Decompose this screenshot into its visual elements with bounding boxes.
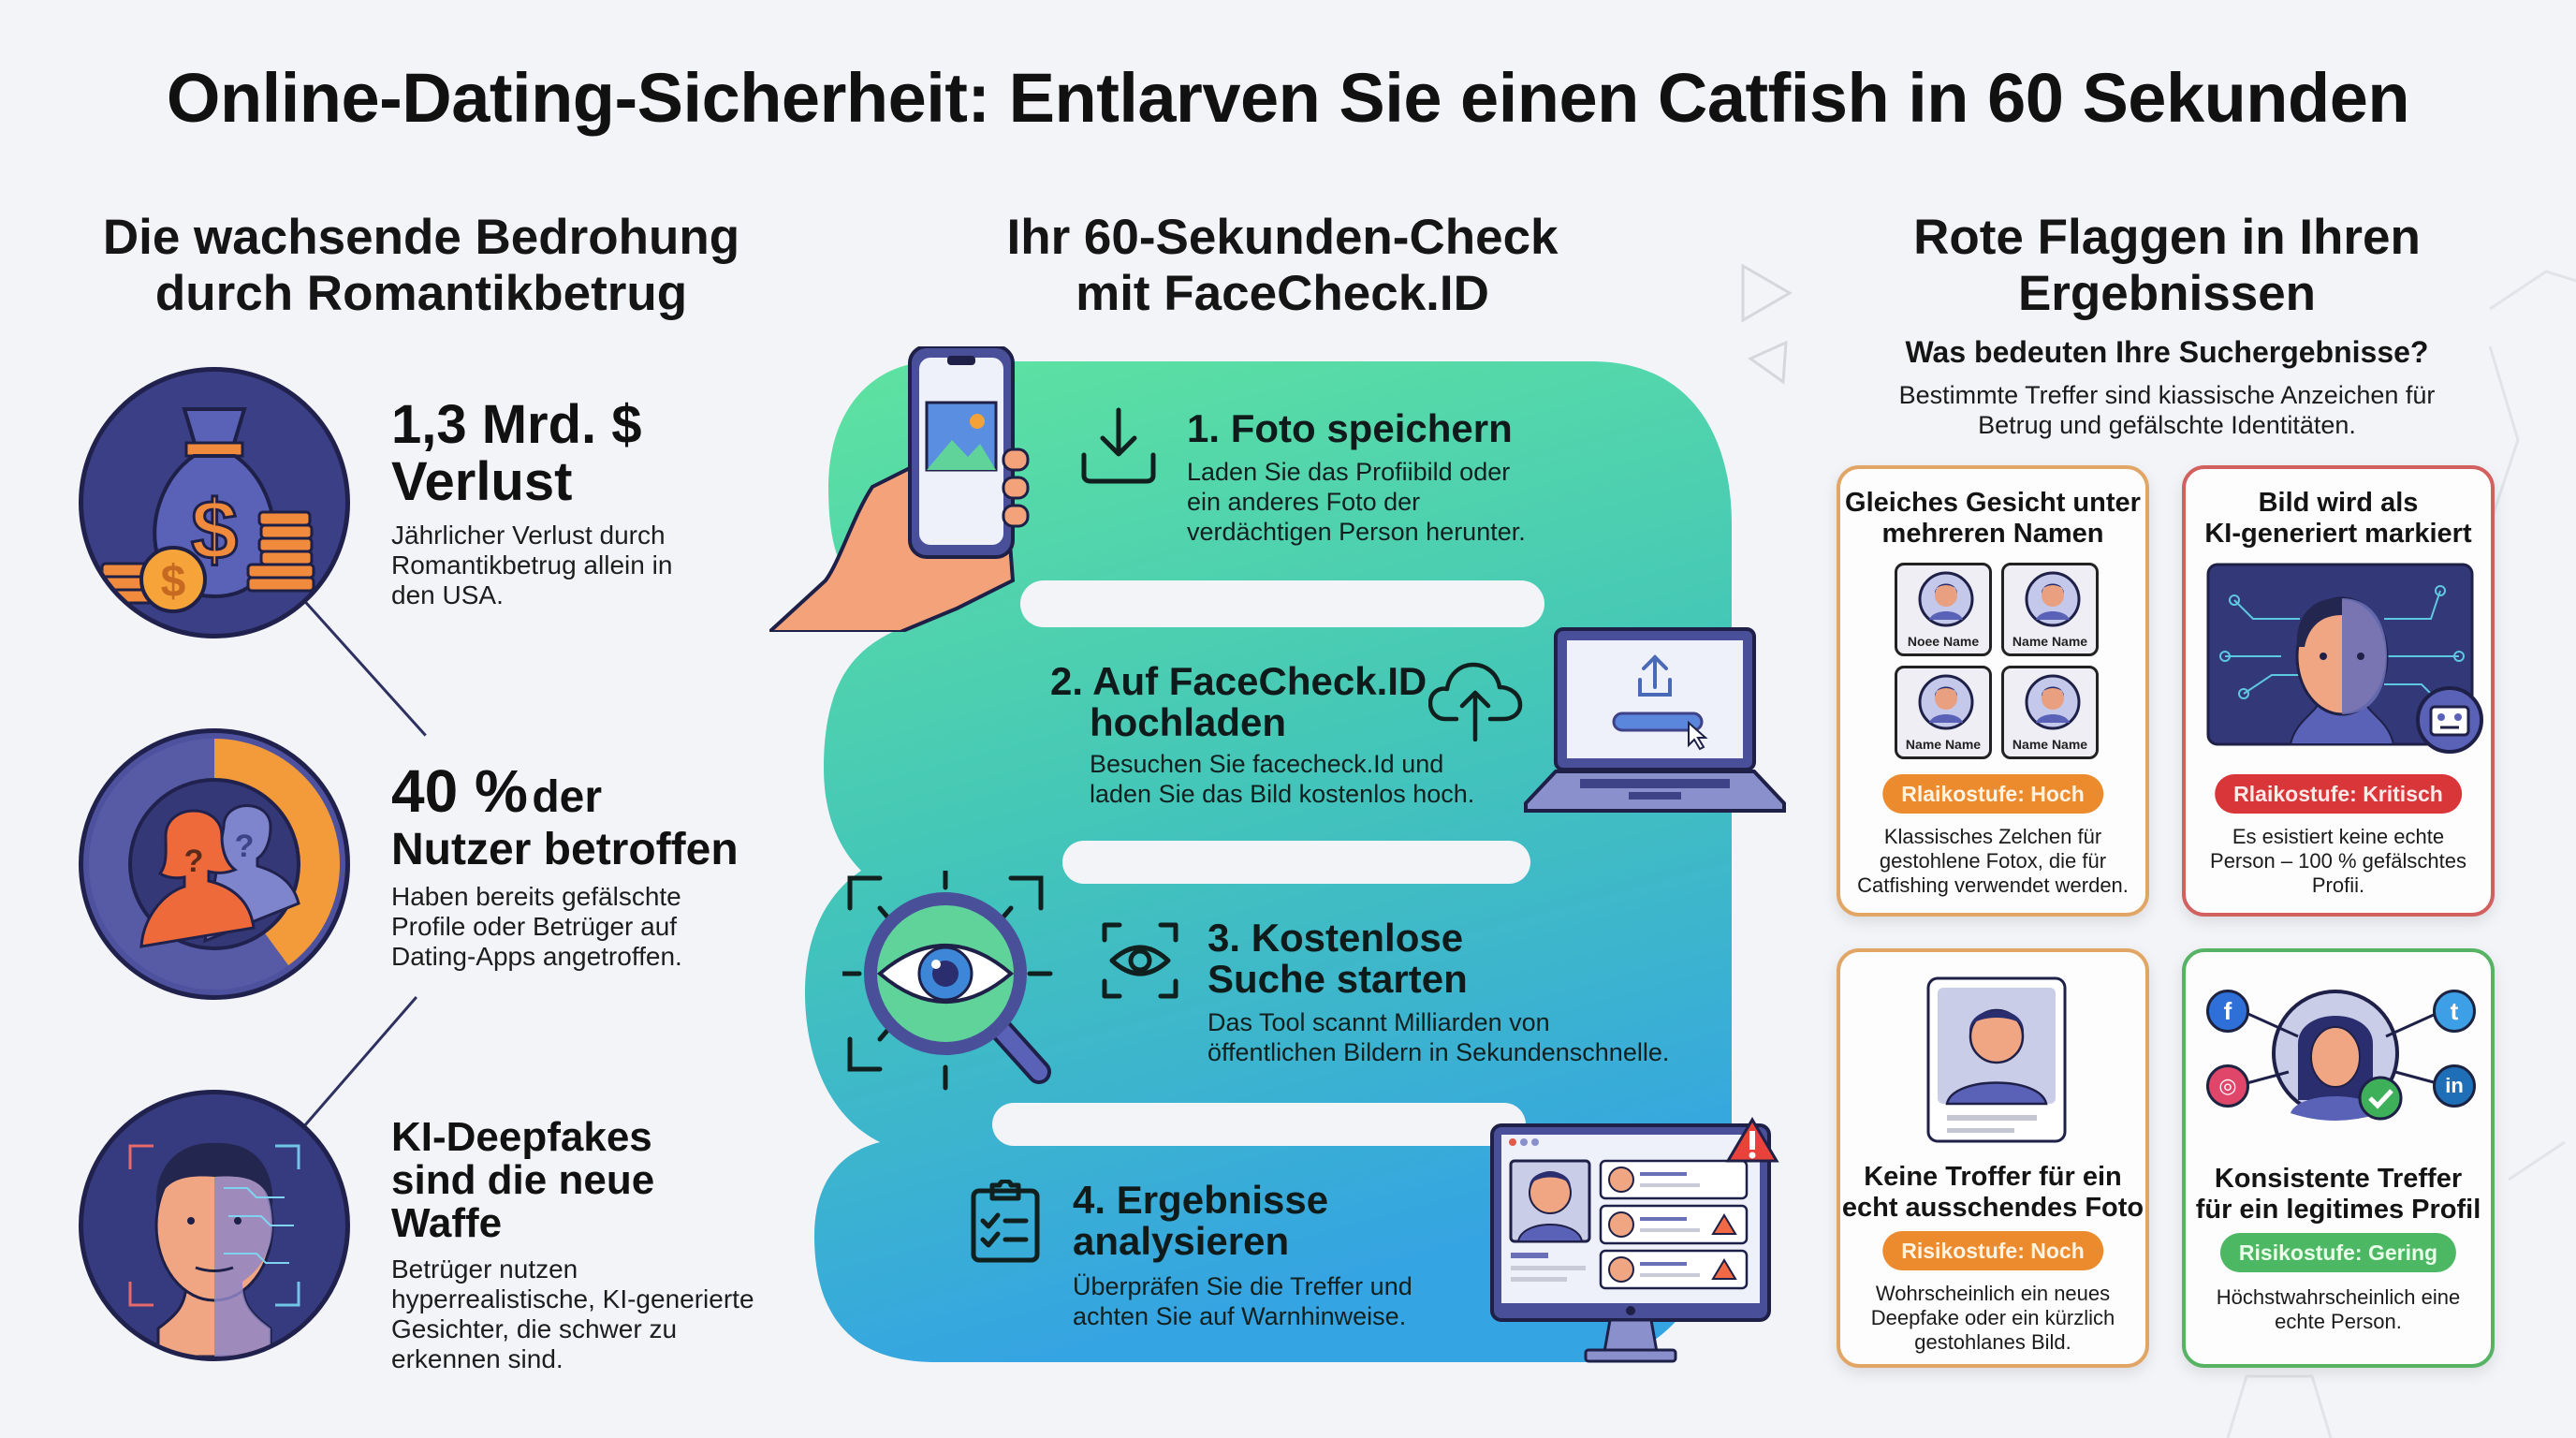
- card-desc: Klassisches Zelchen für gestohlene Fotox…: [1857, 825, 2129, 897]
- step-2-title: 2. Auf FaceCheck.ID hochladen: [1050, 659, 1427, 744]
- stat-loss-desc: Jährlicher Verlust durch Romantikbetrug …: [391, 521, 673, 609]
- eye-scan-icon: [1101, 921, 1179, 1000]
- magnifier-eye-icon: [840, 868, 1067, 1095]
- money-bag-icon: $ $: [79, 367, 350, 638]
- result-card-same-face: Gleiches Gesicht unter mehreren Namen No…: [1837, 465, 2149, 917]
- card-desc: Es esistiert keine echte Person – 100 % …: [2210, 825, 2466, 897]
- svg-text:?: ?: [184, 844, 204, 879]
- profile-tile: Name Name: [1895, 666, 1992, 759]
- profile-tile: Name Name: [2001, 563, 2099, 656]
- svg-text:?: ?: [235, 829, 255, 864]
- step-1-title: 1. Foto speichern: [1187, 406, 1513, 450]
- profile-photo-icon: [1926, 976, 2067, 1145]
- step-3-title: 3. Kostenlose Suche starten: [1208, 916, 1468, 1001]
- stat-users-desc: Haben bereits gefälschte Profile oder Be…: [391, 882, 682, 971]
- middle-column-heading: Ihr 60-Sekunden-Check mit FaceCheck.ID: [1006, 210, 1559, 321]
- avatar-icon: [1918, 674, 1974, 730]
- laptop-upload-icon: [1524, 625, 1786, 814]
- clipboard-checklist-icon: [970, 1179, 1041, 1264]
- step-2-desc: Besuchen Sie facecheck.Id und laden Sie …: [1090, 750, 1475, 808]
- profile-tile: Noee Name: [1895, 563, 1992, 656]
- download-icon: [1078, 404, 1159, 485]
- card-title: Keine Troffer für ein echt ausschendes F…: [1841, 1162, 2144, 1223]
- result-card-consistent: f t ◎ in Konsistente Treffer für ein leg…: [2182, 948, 2495, 1368]
- risk-badge: Risikostufe: Gering: [2219, 1233, 2457, 1272]
- step-4-title: 4. Ergebnisse analysieren: [1073, 1178, 1329, 1263]
- twitter-icon: t: [2433, 990, 2476, 1033]
- stat-deepfake-desc: Betrüger nutzen hyperrealistische, KI-ge…: [391, 1255, 754, 1373]
- avatar-icon: [1918, 571, 1974, 627]
- page-title: Online-Dating-Sicherheit: Entlarven Sie …: [166, 59, 2410, 137]
- results-description: Bestimmte Treffer sind kiassische Anzeic…: [1898, 381, 2436, 439]
- card-title: Bild wird als KI-generiert markiert: [2204, 488, 2472, 549]
- results-subheading: Was bedeuten Ihre Suchergebnisse?: [1905, 335, 2429, 369]
- card-title: Konsistente Treffer für ein legitimes Pr…: [2195, 1164, 2481, 1225]
- stat-users-title: 40 % der Nutzer betroffen: [391, 757, 739, 875]
- instagram-icon: ◎: [2206, 1064, 2249, 1108]
- svg-text:$: $: [161, 557, 186, 607]
- stat-deepfake-title: KI-Deepfakes sind die neue Waffe: [391, 1114, 655, 1246]
- step-3-desc: Das Tool scannt Milliarden von öffentlic…: [1208, 1008, 1670, 1066]
- result-card-ai-generated: Bild wird als KI-generiert markiert Rlai…: [2182, 465, 2495, 917]
- card-title: Gleiches Gesicht unter mehreren Namen: [1845, 488, 2141, 549]
- risk-badge: Rlaikostufe: Kritisch: [2215, 774, 2462, 814]
- monitor-results-icon: [1488, 1116, 1788, 1367]
- card-desc: Höchstwahrscheinlich eine echte Person.: [2216, 1285, 2461, 1333]
- cloud-upload-icon: [1427, 661, 1524, 742]
- profile-tile: Name Name: [2001, 666, 2099, 759]
- right-column-heading: Rote Flaggen in Ihren Ergebnissen: [1913, 210, 2421, 321]
- card-desc: Wohrscheinlich ein neues Deepfake oder e…: [1870, 1282, 2115, 1354]
- avatar-icon: [2025, 674, 2081, 730]
- left-column-heading: Die wachsende Bedrohung durch Romantikbe…: [102, 210, 740, 321]
- stat-loss-title: 1,3 Mrd. $ Verlust: [391, 394, 642, 512]
- ai-face-icon: [2206, 563, 2487, 759]
- donut-people-icon: ? ?: [79, 728, 350, 1000]
- result-card-no-matches: Keine Troffer für ein echt ausschendes F…: [1837, 948, 2149, 1368]
- deepfake-face-icon: [79, 1090, 350, 1361]
- avatar-icon: [2025, 571, 2081, 627]
- verified-person-icon: [2270, 988, 2410, 1128]
- step-1-desc: Laden Sie das Profiibild oder ein andere…: [1187, 458, 1526, 546]
- linkedin-icon: in: [2433, 1064, 2476, 1108]
- step-4-desc: Überpräfen Sie die Treffer und achten Si…: [1073, 1272, 1412, 1330]
- social-connectors: [2239, 1008, 2445, 1087]
- risk-badge: Rlaikostufe: Hoch: [1882, 774, 2103, 814]
- connector-line: [299, 595, 427, 737]
- facebook-icon: f: [2206, 990, 2249, 1033]
- hand-phone-icon: [764, 345, 1041, 634]
- risk-badge: Risikostufe: Noch: [1882, 1231, 2103, 1270]
